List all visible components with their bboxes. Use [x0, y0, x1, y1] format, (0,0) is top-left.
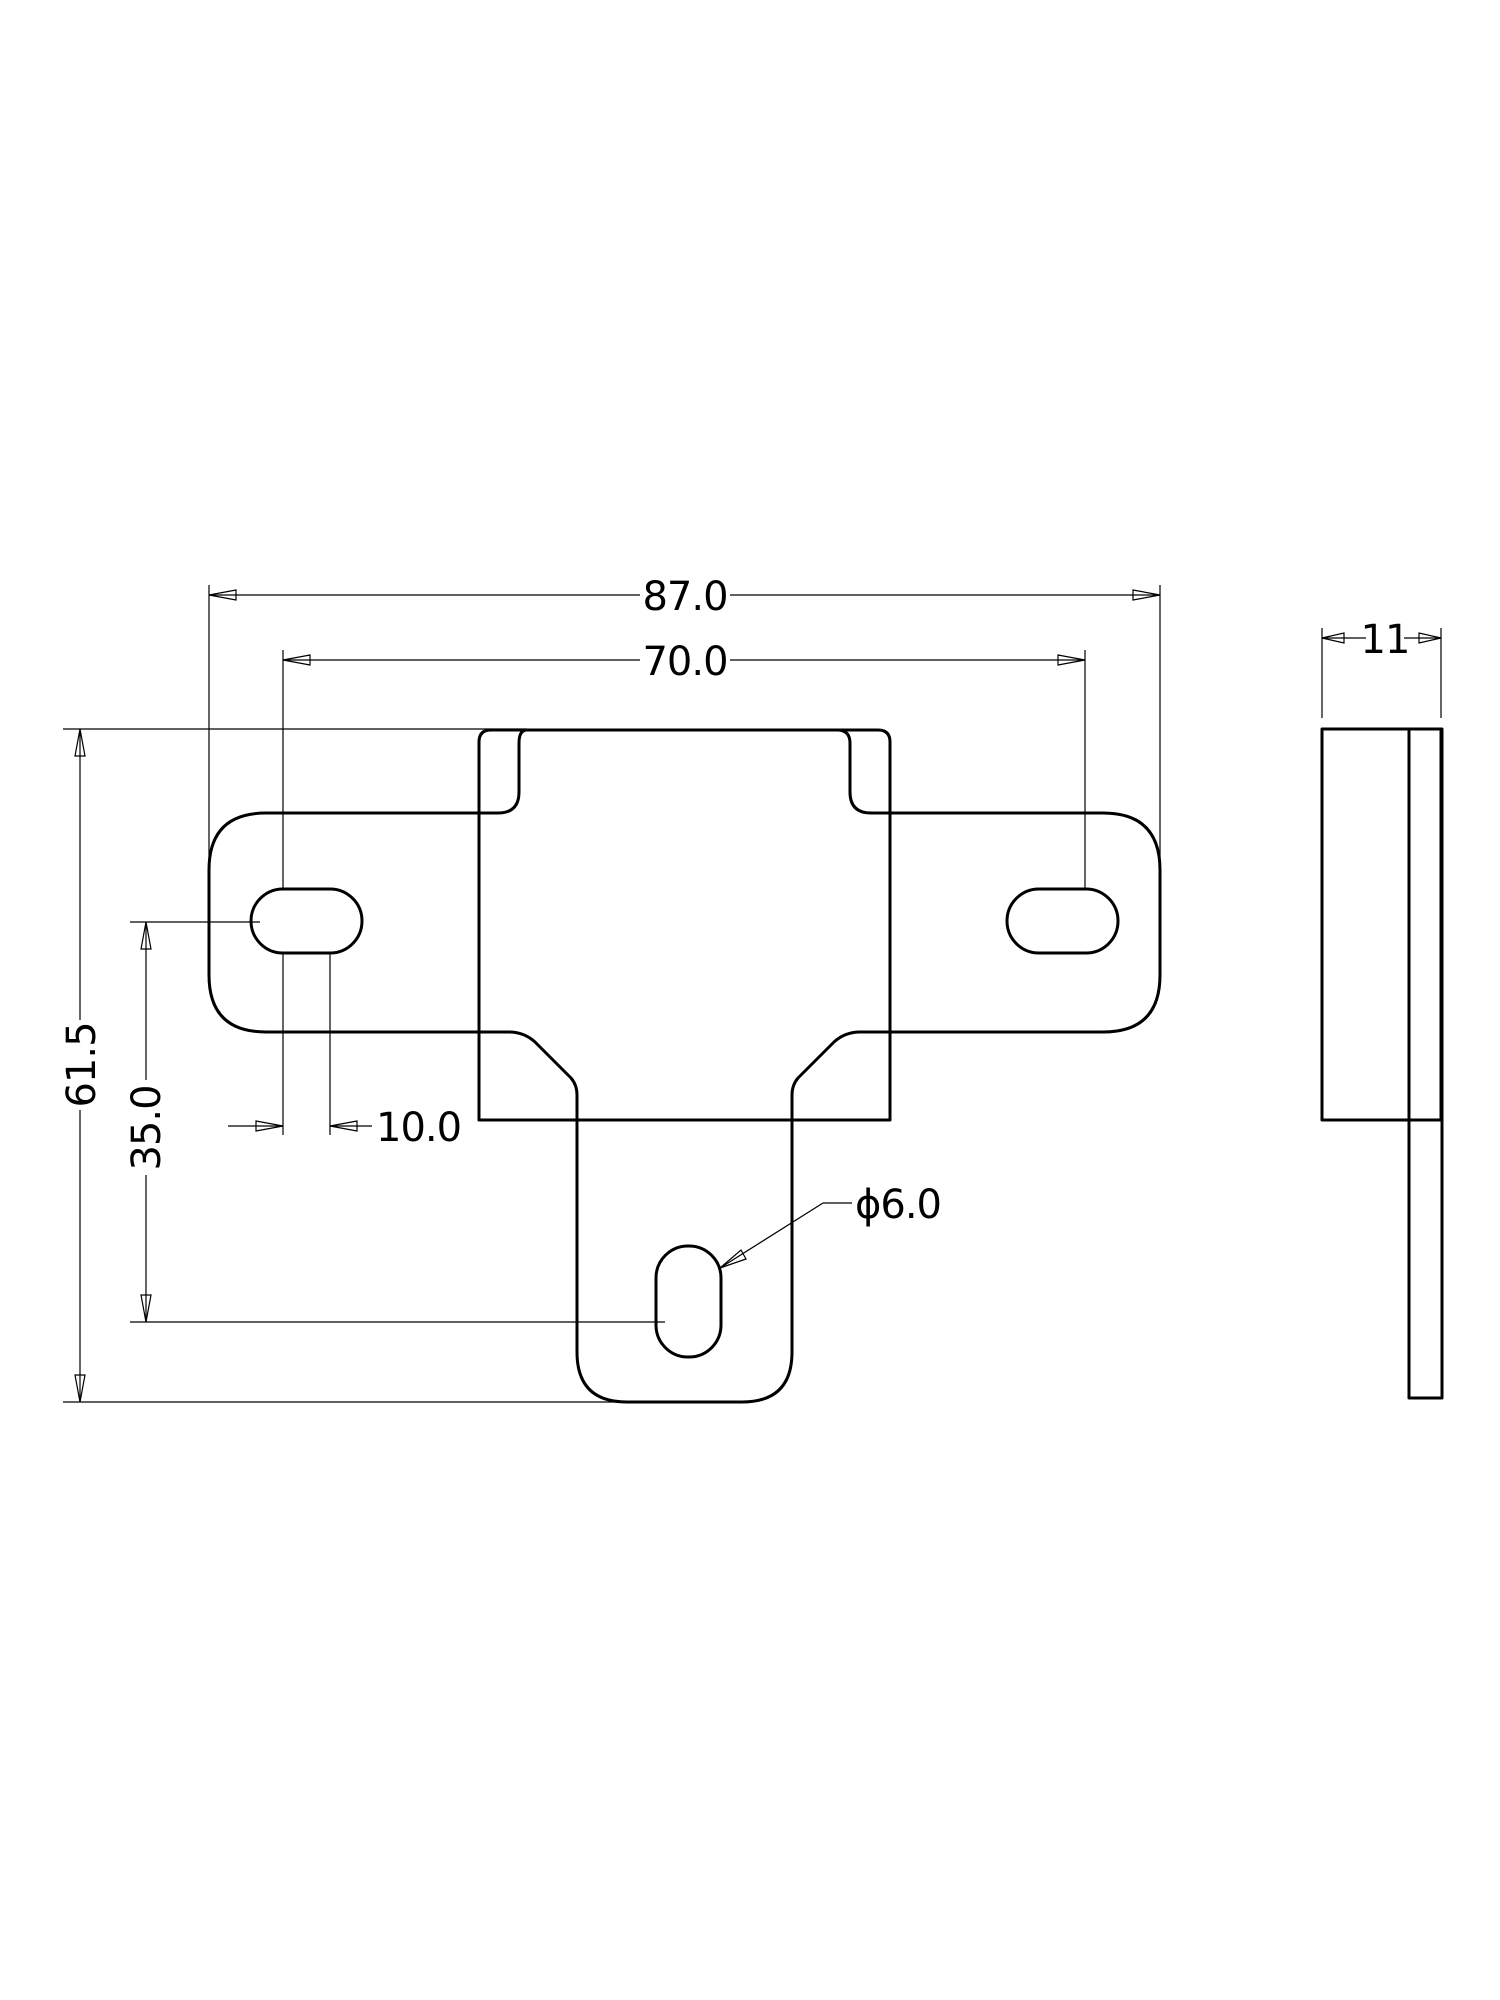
dim-overall-width: 87.0	[208, 574, 1161, 870]
dim-overall-height: 61.5	[59, 728, 660, 1403]
square-base-outline	[477, 728, 892, 1122]
right-slot	[1005, 887, 1120, 955]
dim-hole-diameter: ϕ6.0	[719, 1182, 942, 1269]
dim-thickness: 11	[1321, 617, 1442, 718]
side-view-plate	[1407, 727, 1444, 1400]
dim-hole-to-slot-label: 35.0	[124, 1085, 170, 1170]
dim-hole-spacing: 70.0	[282, 639, 1086, 888]
dim-slot-length: 10.0	[228, 953, 462, 1151]
dim-hole-diameter-label: ϕ6.0	[855, 1182, 941, 1228]
dim-overall-width-label: 87.0	[642, 574, 727, 620]
dim-overall-height-label: 61.5	[59, 1022, 105, 1107]
dim-hole-to-slot: 35.0	[124, 921, 665, 1323]
dim-hole-spacing-label: 70.0	[642, 639, 727, 685]
side-view-body	[1320, 727, 1443, 1122]
left-slot	[249, 887, 364, 955]
bottom-slot	[654, 1244, 723, 1359]
plate-outline	[207, 728, 1162, 1404]
dim-slot-length-label: 10.0	[376, 1105, 461, 1151]
dim-thickness-label: 11	[1361, 617, 1410, 663]
